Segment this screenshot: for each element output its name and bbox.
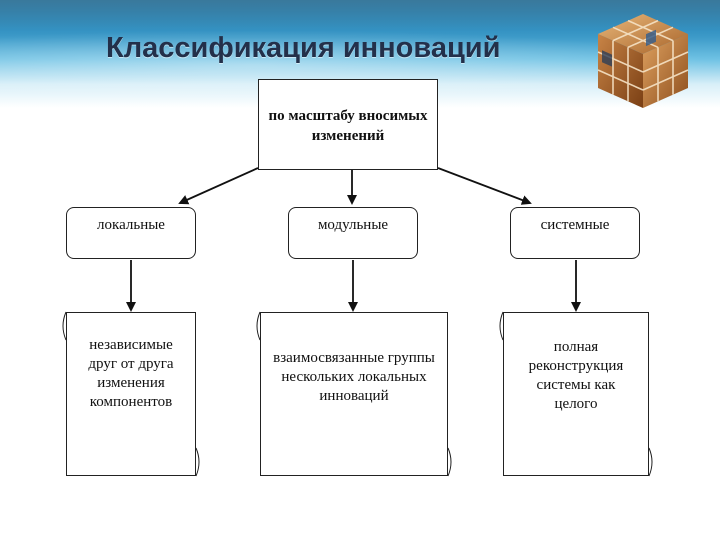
category-modular: модульные bbox=[288, 207, 418, 259]
scroll-curl-5 bbox=[499, 311, 504, 341]
header-gloss bbox=[0, 0, 720, 38]
scroll-curl-3 bbox=[256, 311, 261, 341]
description-local: независимые друг от друга изменения комп… bbox=[66, 312, 196, 476]
scroll-curl-6 bbox=[648, 447, 653, 477]
slide-title: Классификация инноваций bbox=[106, 32, 501, 64]
scroll-curl-2 bbox=[195, 447, 200, 477]
scroll-curl-1 bbox=[62, 311, 67, 341]
root-node: по масштабу вносимых изменений bbox=[258, 79, 438, 170]
category-system: системные bbox=[510, 207, 640, 259]
scroll-curl-4 bbox=[447, 447, 452, 477]
description-modular: взаимосвязанные группы нескольких локаль… bbox=[260, 312, 448, 476]
arrow-root-to-system bbox=[437, 167, 532, 205]
cube-photo-logo-icon bbox=[597, 14, 689, 108]
arrow-root-to-local bbox=[178, 167, 259, 205]
description-system: полная реконструкция системы как целого bbox=[503, 312, 649, 476]
category-local: локальные bbox=[66, 207, 196, 259]
